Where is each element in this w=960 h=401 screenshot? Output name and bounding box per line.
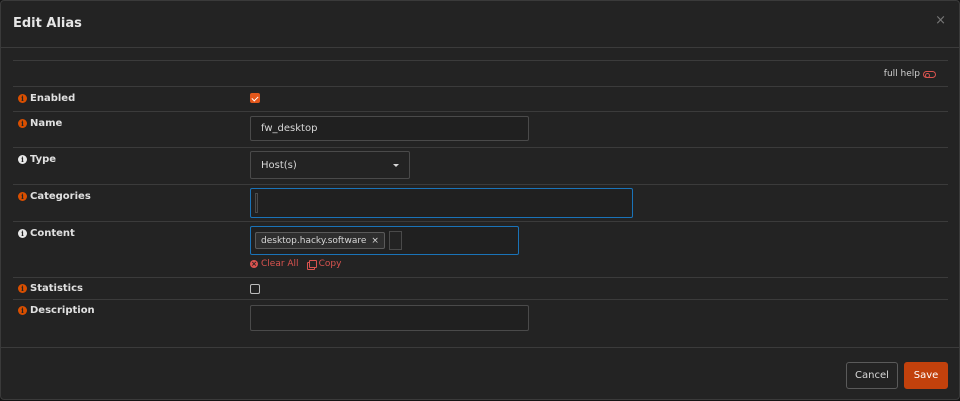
statistics-field [250, 284, 260, 294]
row-type: i Type Host(s) [13, 148, 948, 185]
times-circle-icon: × [250, 260, 258, 268]
categories-label: i Categories [18, 191, 91, 202]
close-icon[interactable]: × [935, 13, 946, 28]
content-actions: × Clear All Copy [250, 259, 341, 270]
text-cursor [255, 193, 258, 213]
remove-tag-icon[interactable]: × [371, 235, 379, 246]
name-input[interactable] [250, 116, 529, 141]
content-field: desktop.hacky.software × [250, 226, 519, 255]
dialog-header: Edit Alias × [1, 1, 959, 48]
description-input[interactable] [250, 305, 529, 331]
info-icon[interactable]: i [18, 284, 27, 293]
name-field [250, 116, 529, 141]
help-row: full help [13, 61, 948, 87]
info-icon[interactable]: i [18, 306, 27, 315]
info-icon[interactable]: i [18, 192, 27, 201]
chevron-down-icon [393, 163, 399, 167]
content-label: i Content [18, 228, 75, 239]
info-icon[interactable]: i [18, 155, 27, 164]
copy-link[interactable]: Copy [306, 259, 341, 270]
row-enabled: i Enabled [13, 87, 948, 112]
type-select-value: Host(s) [261, 159, 297, 171]
content-tag: desktop.hacky.software × [255, 232, 385, 249]
toggle-off-icon [923, 70, 936, 78]
info-icon[interactable]: i [18, 119, 27, 128]
enabled-label: i Enabled [18, 93, 75, 104]
cancel-button[interactable]: Cancel [846, 362, 898, 389]
description-field [250, 305, 529, 331]
name-label: i Name [18, 118, 62, 129]
info-icon[interactable]: i [18, 229, 27, 238]
tag-entry-box[interactable] [388, 231, 402, 250]
enabled-field [250, 93, 260, 103]
copy-icon [306, 259, 317, 270]
save-button[interactable]: Save [904, 362, 948, 389]
full-help-label: full help [883, 69, 920, 79]
row-statistics: i Statistics [13, 278, 948, 300]
dialog-footer: Cancel Save [1, 347, 959, 401]
type-select[interactable]: Host(s) [250, 151, 410, 179]
full-help-toggle[interactable]: full help [884, 69, 936, 79]
type-field: Host(s) [250, 151, 410, 179]
statistics-checkbox[interactable] [250, 284, 260, 294]
alias-form: full help i Enabled i Name [13, 60, 948, 332]
categories-field [250, 188, 633, 218]
clear-all-link[interactable]: × Clear All [250, 259, 299, 269]
statistics-label: i Statistics [18, 283, 83, 294]
row-name: i Name [13, 112, 948, 148]
description-label: i Description [18, 305, 95, 316]
row-content: i Content desktop.hacky.software × × Cle… [13, 222, 948, 278]
row-description: i Description [13, 300, 948, 333]
row-categories: i Categories [13, 185, 948, 222]
dialog-title: Edit Alias [13, 16, 82, 31]
categories-tag-input[interactable] [250, 188, 633, 218]
info-icon[interactable]: i [18, 94, 27, 103]
enabled-checkbox[interactable] [250, 93, 260, 103]
content-tag-input[interactable]: desktop.hacky.software × [250, 226, 519, 255]
tag-label: desktop.hacky.software [261, 235, 367, 246]
type-label: i Type [18, 154, 56, 165]
